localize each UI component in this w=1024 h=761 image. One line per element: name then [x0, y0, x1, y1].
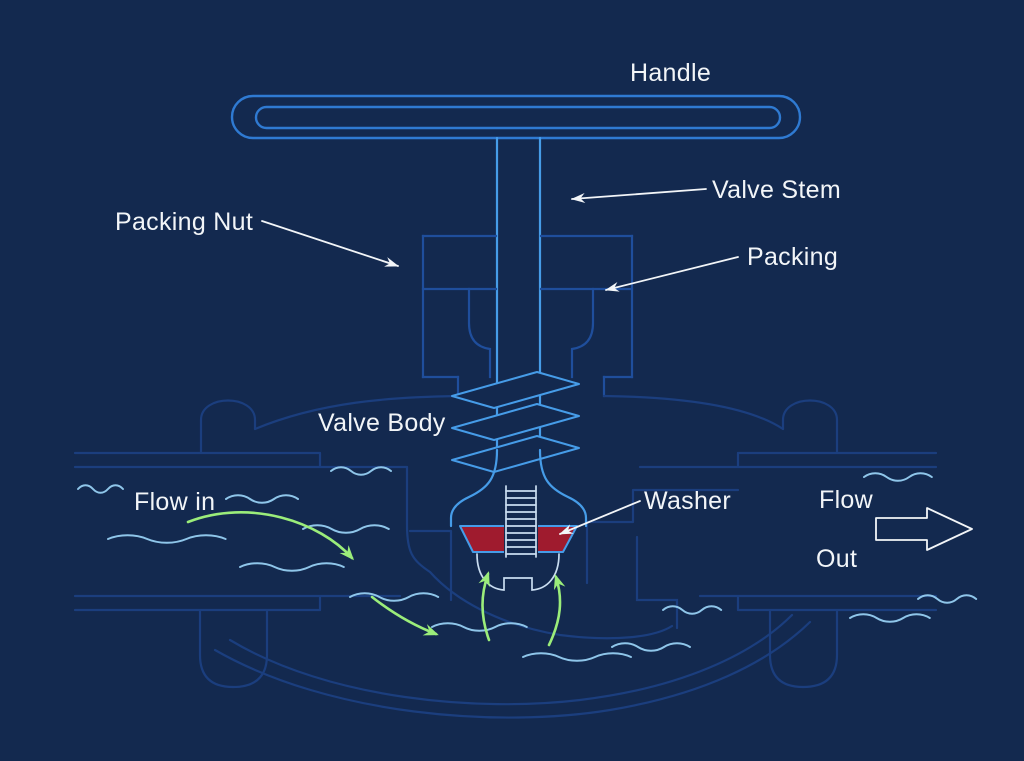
thread-blade	[451, 403, 580, 441]
flow-arrow-up-left	[478, 571, 491, 642]
body-top-right-curve	[602, 394, 785, 431]
bonnet-neck	[456, 375, 606, 398]
gland-left	[467, 287, 492, 379]
water-wave	[108, 535, 226, 543]
flow-out-block-arrow	[875, 507, 973, 551]
rod-rungs	[505, 490, 537, 555]
packing-nut-arrow	[261, 220, 399, 267]
water-wave	[432, 623, 527, 631]
stem-bell-right	[538, 448, 588, 528]
handle-inner-outline	[254, 105, 782, 130]
body-top-left-curve	[253, 394, 460, 431]
shell-outer-arc	[213, 620, 812, 719]
shell-inner-arc	[228, 613, 794, 706]
thread-blade	[451, 371, 580, 409]
stem-bell-left	[449, 448, 499, 528]
flow-arrow-up-right	[547, 574, 566, 647]
left-interior-wall	[405, 465, 674, 640]
seat-right-ledge	[585, 488, 740, 585]
water-wave	[331, 467, 391, 475]
water-wave	[850, 614, 930, 622]
water-wave	[78, 485, 123, 493]
label-packing-nut: Packing Nut	[115, 208, 253, 236]
label-valve-stem: Valve Stem	[712, 176, 841, 204]
flow-arrow-drop	[370, 595, 439, 636]
disc-plug	[476, 553, 560, 591]
water-wave	[523, 653, 631, 661]
water-wave	[663, 606, 721, 614]
handle	[230, 94, 802, 140]
label-arrows	[261, 188, 973, 551]
water-wave	[612, 643, 690, 651]
label-valve-body: Valve Body	[318, 409, 446, 437]
label-flow-out-bottom: Out	[816, 545, 857, 573]
stem-threads	[451, 371, 580, 473]
thread-blade	[451, 435, 580, 473]
labels: Handle Valve Stem Packing Nut Packing Va…	[115, 59, 874, 573]
handle-outer-outline	[230, 94, 802, 140]
label-washer: Washer	[644, 487, 731, 515]
bottom-shell	[198, 608, 839, 719]
water-waves	[78, 467, 976, 661]
label-handle: Handle	[630, 59, 711, 87]
left-bottom-flange	[198, 608, 269, 689]
water-wave	[918, 595, 976, 603]
disc-assembly	[449, 448, 588, 591]
water-wave	[240, 563, 344, 571]
body-right-bump	[781, 399, 839, 455]
packing-nut-bonnet	[421, 234, 634, 398]
gland-right	[570, 287, 595, 379]
valve-stem-arrow	[571, 188, 707, 204]
seat-left-ledge	[408, 529, 453, 602]
water-wave	[864, 473, 932, 481]
label-packing: Packing	[747, 243, 838, 271]
packing-arrow	[605, 256, 739, 292]
outlet-under-wall	[635, 535, 679, 630]
right-bottom-flange	[768, 608, 839, 689]
water-wave	[350, 593, 438, 601]
washer-thread-gap	[504, 523, 538, 555]
nut-sides	[421, 234, 634, 379]
flow-arrows	[186, 511, 566, 647]
body-left-bump	[199, 399, 257, 455]
water-wave	[226, 495, 298, 503]
label-flow-in: Flow in	[134, 488, 215, 516]
disc-thread-rod	[505, 485, 537, 558]
label-flow-out-top: Flow	[819, 486, 874, 514]
flow-arrow-inlet	[186, 511, 354, 561]
washer-arrow	[559, 500, 641, 535]
water-wave	[303, 525, 389, 533]
